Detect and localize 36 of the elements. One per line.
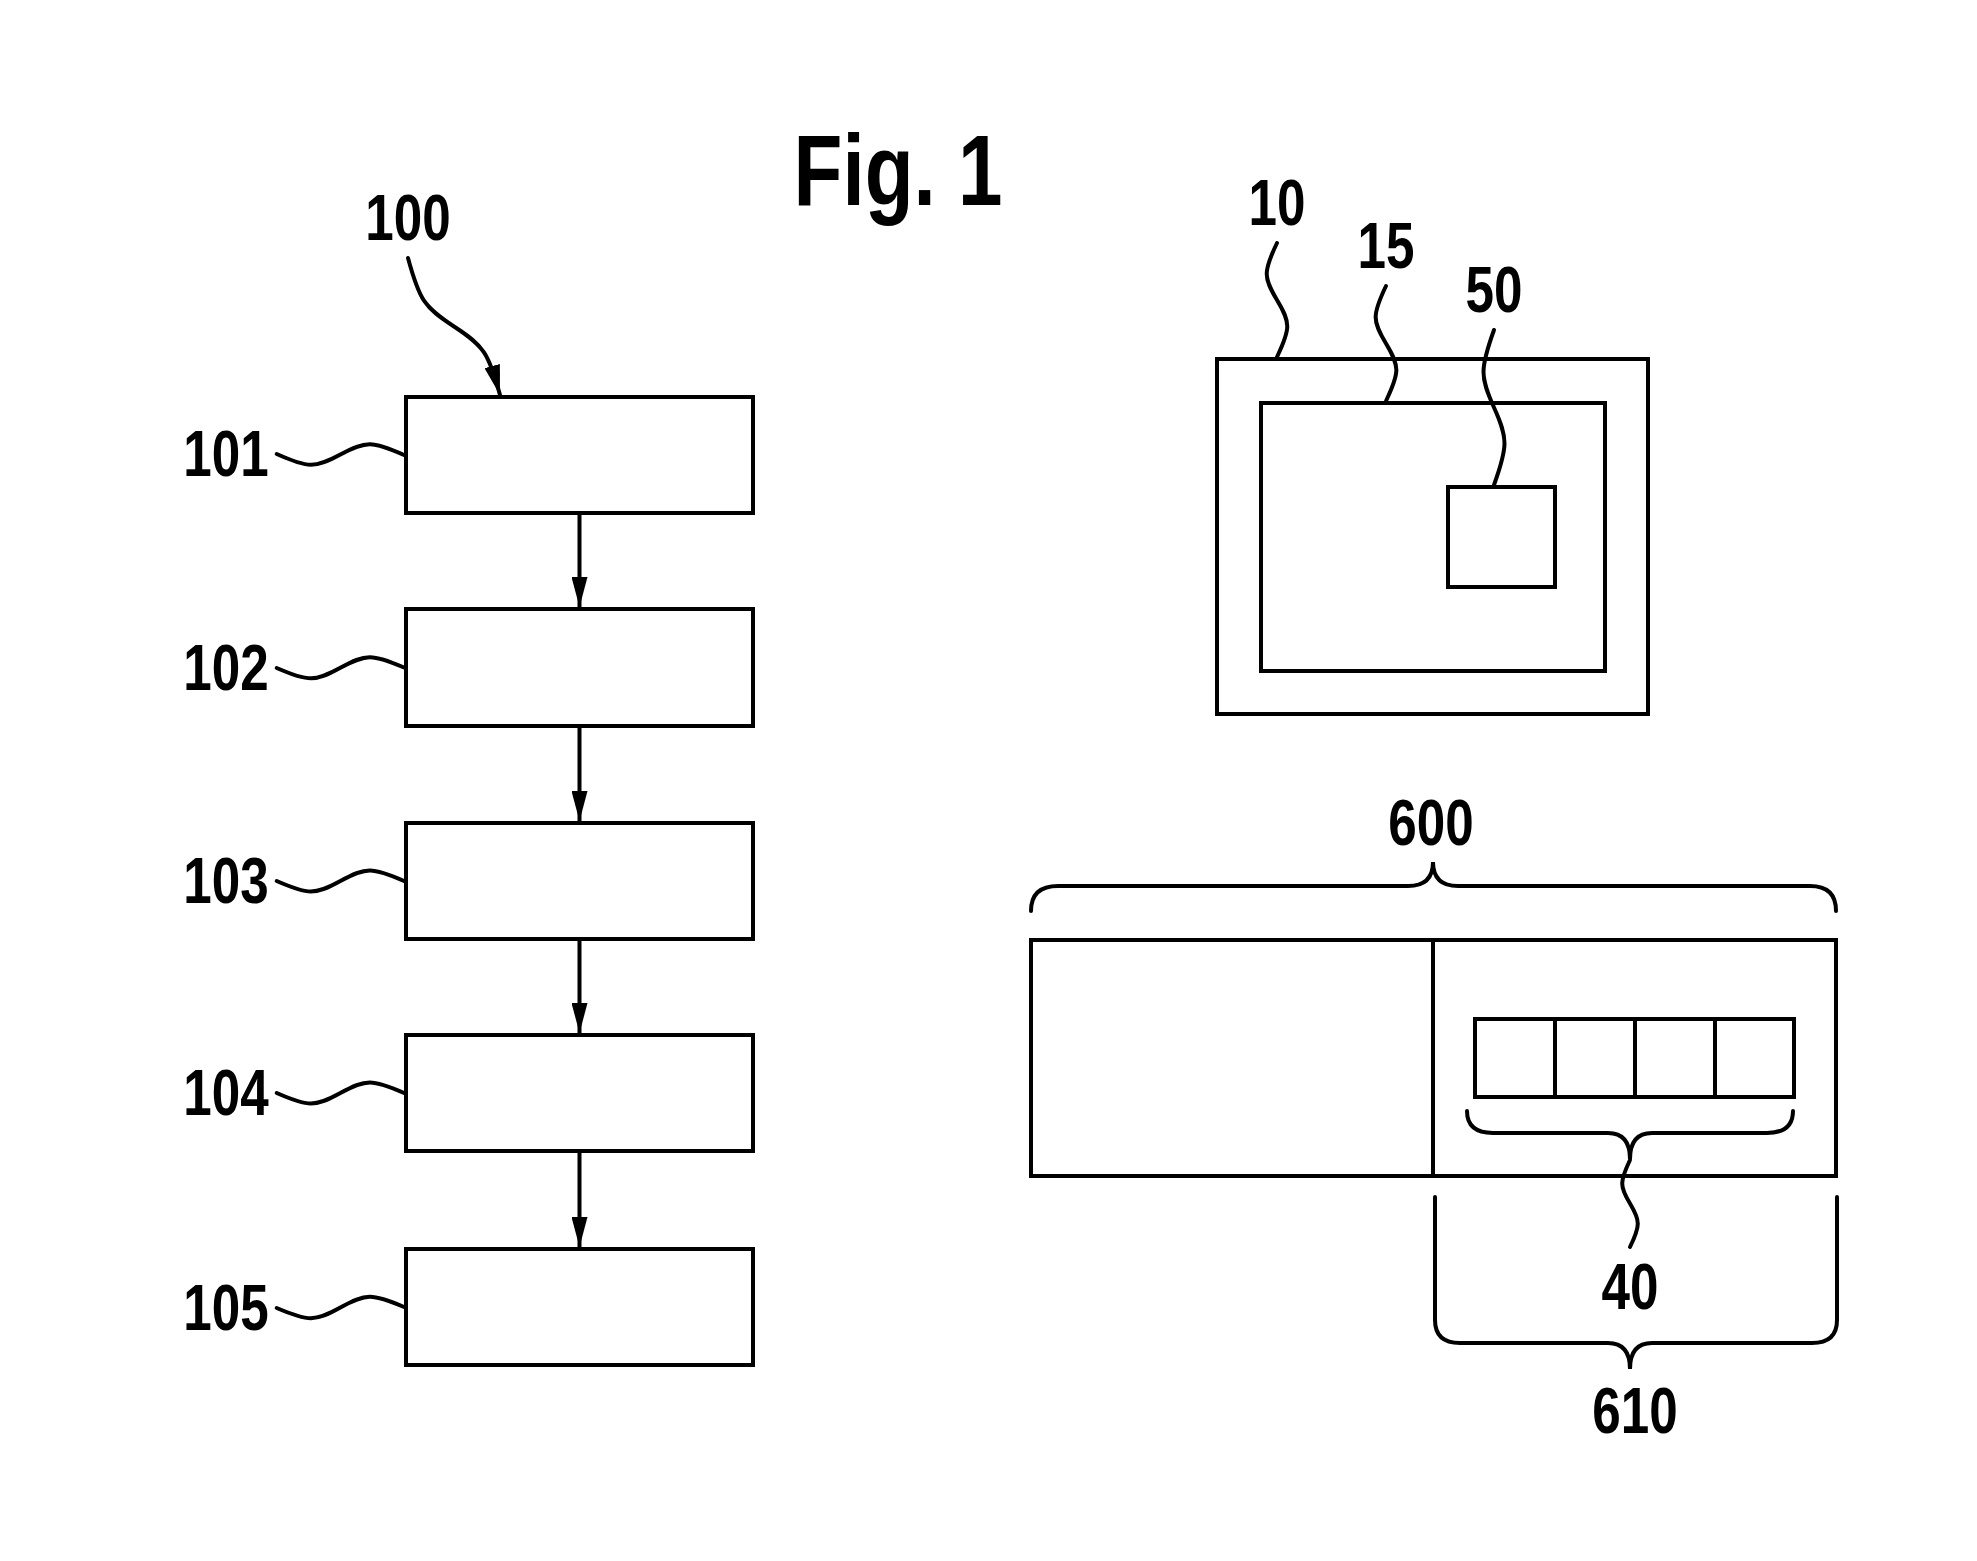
arrow <box>571 939 588 1035</box>
reference-numeral: 610 <box>1592 1379 1678 1443</box>
middle-rectangle <box>1259 401 1607 673</box>
outer-rectangle <box>1215 357 1650 716</box>
arrow <box>571 726 588 823</box>
leader-line <box>274 655 406 681</box>
arrow <box>571 1151 588 1249</box>
reference-numeral: 50 <box>1465 258 1523 322</box>
leader-line <box>274 1080 406 1106</box>
leader-line <box>1373 284 1399 403</box>
process-box <box>404 1033 755 1153</box>
leader-line <box>274 868 406 894</box>
figure-title: Fig. 1 <box>793 113 1003 228</box>
reference-numeral: 40 <box>1601 1255 1659 1319</box>
reference-numeral: 102 <box>183 636 269 700</box>
reference-numeral: 100 <box>365 186 451 250</box>
leader-line <box>274 442 406 467</box>
leader-line <box>1481 328 1507 487</box>
curly-brace <box>1465 1109 1795 1161</box>
reference-numeral: 101 <box>183 422 269 486</box>
leader-line <box>1620 1158 1640 1249</box>
leader-line <box>274 1294 406 1321</box>
inner-square <box>1446 485 1557 589</box>
process-box <box>404 821 755 941</box>
leader-line <box>1264 241 1290 359</box>
process-box <box>404 1247 755 1367</box>
process-box <box>404 607 755 728</box>
reference-numeral: 104 <box>183 1061 269 1125</box>
reference-numeral: 600 <box>1388 791 1474 855</box>
reference-numeral: 15 <box>1357 214 1415 278</box>
reference-numeral: 10 <box>1248 171 1306 235</box>
reference-numeral: 105 <box>183 1276 269 1340</box>
arrow <box>571 513 588 609</box>
arrow <box>406 256 502 397</box>
reference-numeral: 103 <box>183 849 269 913</box>
process-box <box>404 395 755 515</box>
